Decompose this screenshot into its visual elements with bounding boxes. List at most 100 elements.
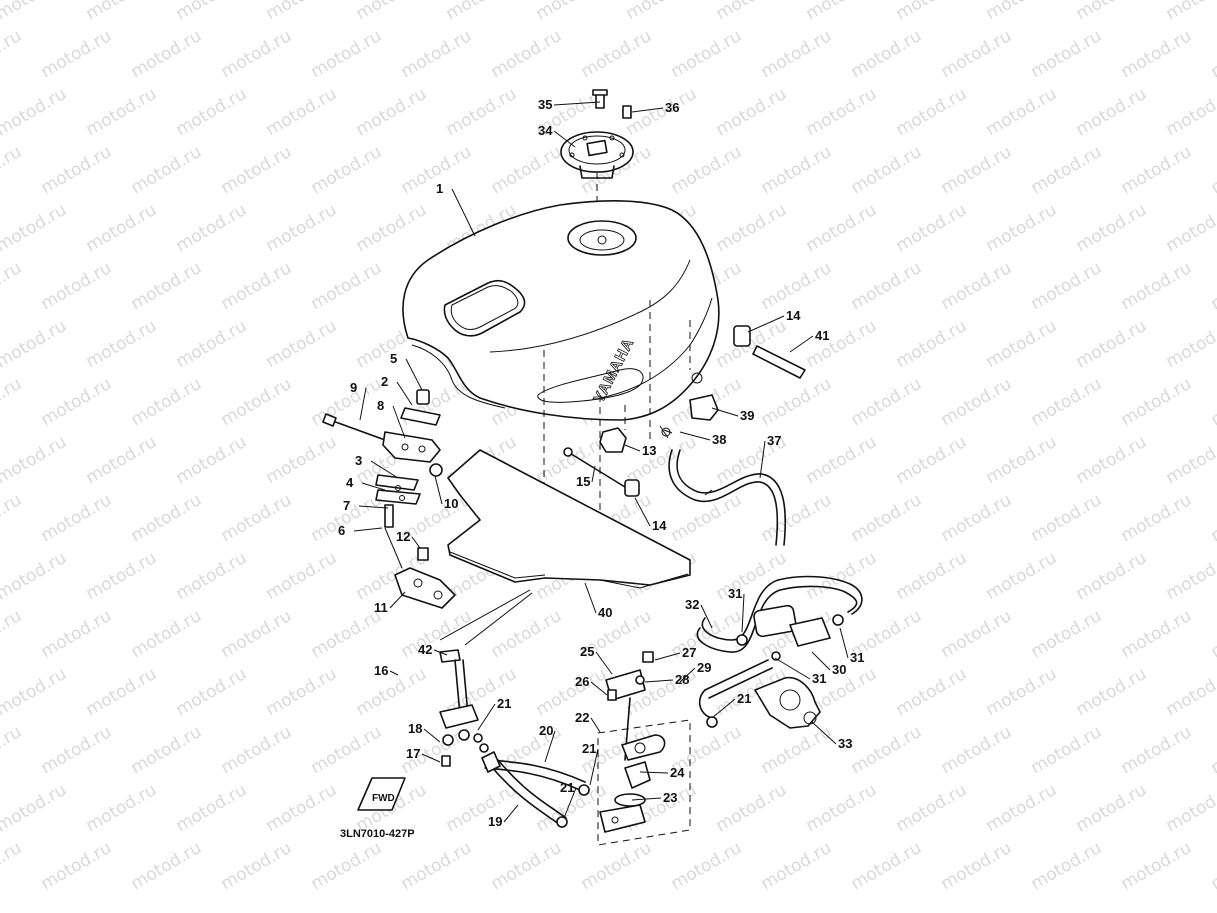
watermark-text: motod.ru xyxy=(938,142,1016,198)
watermark-text: motod.ru xyxy=(1073,432,1151,488)
watermark-text: motod.ru xyxy=(893,664,971,720)
watermark-text: motod.ru xyxy=(713,548,791,604)
callout-c21c: 21 xyxy=(582,741,599,786)
watermark-text: motod.ru xyxy=(983,200,1061,256)
leader-line xyxy=(811,651,831,671)
callout-c28: 28 xyxy=(644,672,689,687)
watermark-text: motod.ru xyxy=(218,258,296,314)
watermark-text: motod.ru xyxy=(1118,606,1196,662)
callout-c30: 30 xyxy=(811,651,846,677)
callout-c34: 34 xyxy=(538,123,576,148)
callout-number: 31 xyxy=(812,671,826,686)
watermark-text: motod.ru xyxy=(218,26,296,82)
watermark-text: motod.ru xyxy=(173,432,251,488)
watermark-text: motod.ru xyxy=(308,258,386,314)
front-bracket-assembly xyxy=(322,389,456,609)
callout-number: 1 xyxy=(436,181,443,196)
callout-c21d: 21 xyxy=(560,780,577,819)
watermark-text: motod.ru xyxy=(578,838,656,894)
watermark-text: motod.ru xyxy=(38,374,116,430)
callout-number: 27 xyxy=(682,645,696,660)
watermark-text: motod.ru xyxy=(38,258,116,314)
watermark-text: motod.ru xyxy=(1118,374,1196,430)
watermark-text: motod.ru xyxy=(398,838,476,894)
callout-number: 42 xyxy=(418,642,432,657)
callout-c31c: 31 xyxy=(774,657,826,686)
watermark-text: motod.ru xyxy=(938,26,1016,82)
watermark-text: motod.ru xyxy=(128,606,206,662)
drawing-code: 3LN7010-427P xyxy=(340,828,415,840)
callout-number: 35 xyxy=(538,97,552,112)
watermark-text: motod.ru xyxy=(713,0,791,24)
watermark-text: motod.ru xyxy=(1118,490,1196,546)
watermark-text: motod.ru xyxy=(758,142,836,198)
watermark-text: motod.ru xyxy=(308,142,386,198)
watermark-text: motod.ru xyxy=(1028,606,1106,662)
watermark-text: motod.ru xyxy=(803,316,881,372)
watermark-text: motod.ru xyxy=(218,838,296,894)
leader-line xyxy=(370,460,399,479)
watermark-text: motod.ru xyxy=(533,0,611,24)
watermark-text: motod.ru xyxy=(173,664,251,720)
watermark-text: motod.ru xyxy=(353,200,431,256)
watermark-text: motod.ru xyxy=(1073,780,1151,836)
watermark-text: motod.ru xyxy=(1163,84,1217,140)
callout-c4: 4 xyxy=(346,475,386,491)
callout-number: 21 xyxy=(497,696,511,711)
callout-c33: 33 xyxy=(811,721,852,751)
fuel-pump-assembly xyxy=(696,575,863,729)
watermark-text: motod.ru xyxy=(983,432,1061,488)
callout-c20: 20 xyxy=(539,723,556,763)
callout-c21b: 21 xyxy=(711,691,751,719)
leader-line xyxy=(361,482,386,491)
watermark-text: motod.ru xyxy=(353,84,431,140)
watermark-text: motod.ru xyxy=(263,548,341,604)
callout-c37: 37 xyxy=(759,433,781,479)
watermark-text: motod.ru xyxy=(488,838,566,894)
callout-number: 24 xyxy=(670,765,685,780)
callout-c8: 8 xyxy=(377,398,406,439)
callout-c36: 36 xyxy=(631,100,679,115)
watermark-text: motod.ru xyxy=(1073,0,1151,24)
watermark-text: motod.ru xyxy=(218,722,296,778)
callout-number: 11 xyxy=(374,600,388,615)
watermark-text: motod.ru xyxy=(0,0,70,24)
watermark-text: motod.ru xyxy=(1208,722,1217,778)
watermark-text: motod.ru xyxy=(263,432,341,488)
callout-number: 41 xyxy=(815,328,829,343)
leader-line xyxy=(631,797,662,801)
callout-number: 9 xyxy=(350,380,357,395)
callout-c31b: 31 xyxy=(839,627,864,665)
callout-number: 31 xyxy=(850,650,864,665)
watermark-text: motod.ru xyxy=(353,664,431,720)
watermark-text: motod.ru xyxy=(848,722,926,778)
callout-number: 23 xyxy=(663,790,677,805)
callout-c38: 38 xyxy=(679,431,726,447)
leader-line xyxy=(741,593,745,633)
callout-c35: 35 xyxy=(538,97,601,112)
watermark-text: motod.ru xyxy=(263,200,341,256)
watermark-text: motod.ru xyxy=(1118,142,1196,198)
fuel-cock-assembly xyxy=(439,589,691,846)
callout-number: 10 xyxy=(444,496,458,511)
watermark-text: motod.ru xyxy=(983,0,1061,24)
callout-c23: 23 xyxy=(631,790,677,805)
watermark-text: motod.ru xyxy=(1208,258,1217,314)
watermark-text: motod.ru xyxy=(1208,374,1217,430)
watermark-text: motod.ru xyxy=(848,258,926,314)
leader-line xyxy=(589,748,599,786)
watermark-text: motod.ru xyxy=(1163,200,1217,256)
leader-line xyxy=(353,527,383,532)
watermark-text: motod.ru xyxy=(0,722,25,778)
leader-line xyxy=(584,582,597,614)
leader-line xyxy=(631,107,664,113)
watermark-text: motod.ru xyxy=(0,374,25,430)
leader-line xyxy=(789,335,814,353)
callout-number: 5 xyxy=(390,351,397,366)
watermark-text: motod.ru xyxy=(1118,26,1196,82)
watermark-text: motod.ru xyxy=(1163,664,1217,720)
callout-c25: 25 xyxy=(580,644,613,675)
watermark-text: motod.ru xyxy=(713,200,791,256)
watermark-text: motod.ru xyxy=(218,142,296,198)
watermark-text: motod.ru xyxy=(578,26,656,82)
